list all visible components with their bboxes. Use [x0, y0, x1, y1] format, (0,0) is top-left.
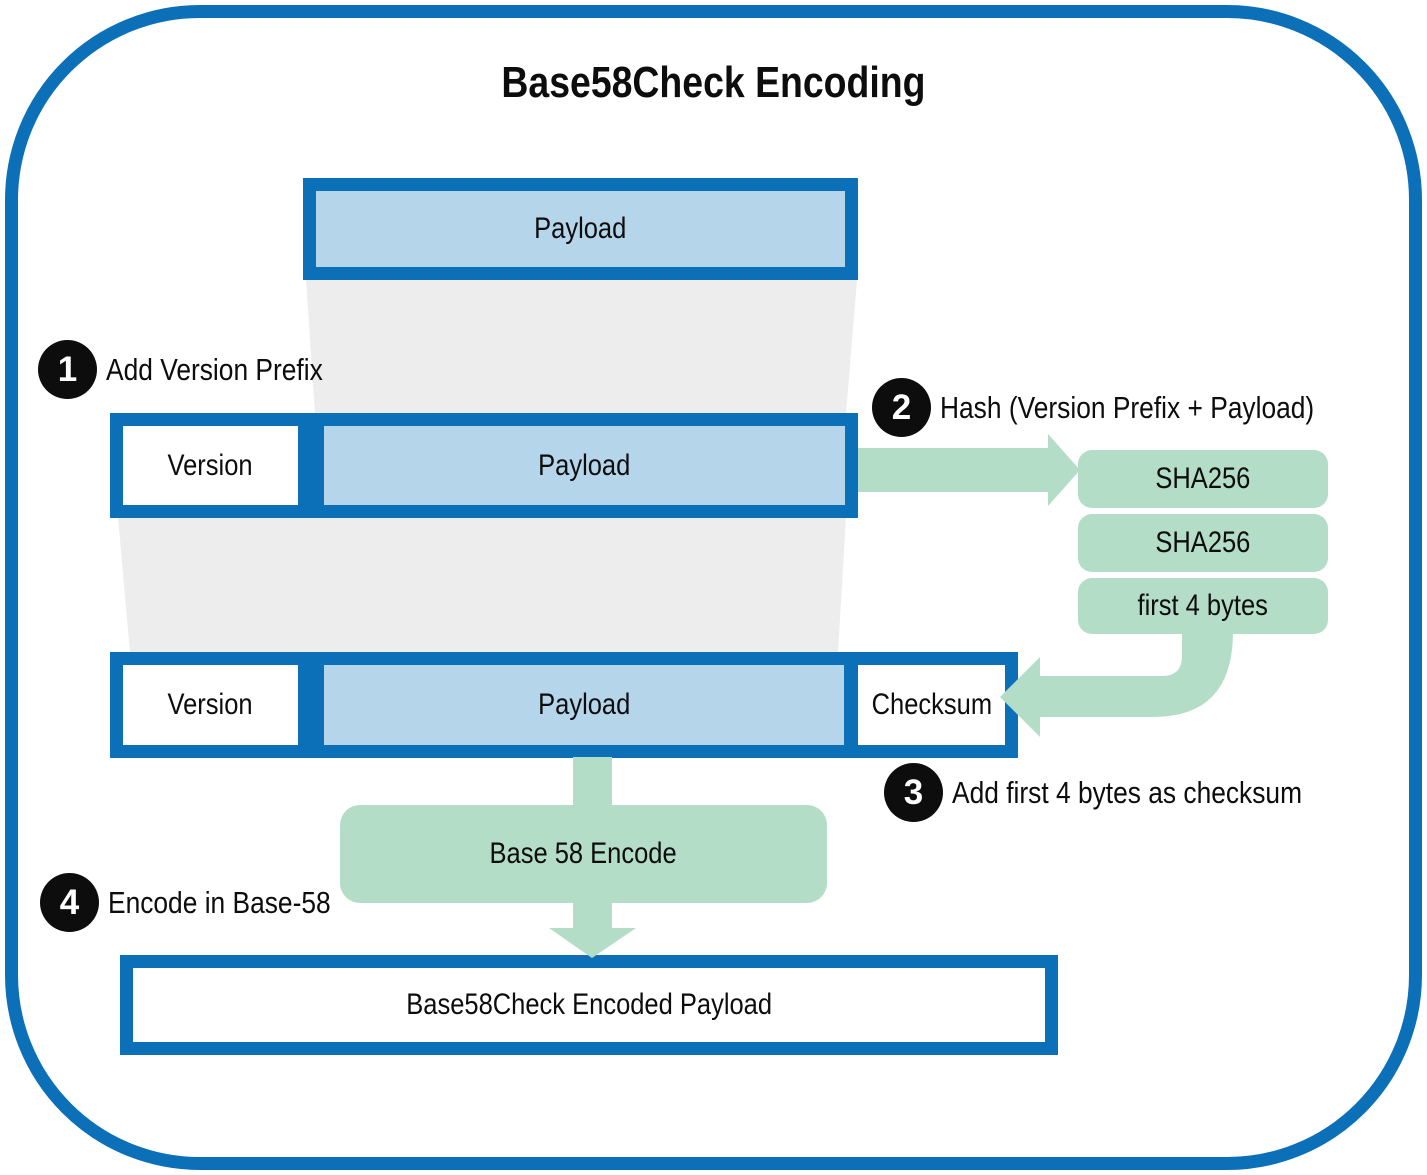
- page-title-text: Base58Check Encoding: [501, 58, 926, 107]
- row2-version-box: Version: [110, 413, 311, 518]
- sha256-box-1-label: SHA256: [1155, 462, 1251, 495]
- payload-top-label: Payload: [534, 212, 627, 245]
- step-1-label: Add Version Prefix: [106, 351, 323, 387]
- output-label: Base58Check Encoded Payload: [406, 988, 772, 1021]
- row2-version-label: Version: [167, 448, 254, 482]
- step-4: 4 Encode in Base-58: [40, 873, 370, 932]
- hash-arrow-right-icon: [858, 434, 1080, 506]
- row2-payload-label: Payload: [538, 448, 631, 482]
- row3-payload-label: Payload: [537, 688, 631, 721]
- first-4-bytes-box: first 4 bytes: [1078, 578, 1328, 634]
- step-4-badge: 4: [40, 873, 99, 932]
- row3-checksum-label: Checksum: [871, 688, 992, 721]
- step-1-badge: 1: [38, 340, 97, 399]
- payload-top-box: Payload: [303, 178, 858, 280]
- step-3-label: Add first 4 bytes as checksum: [952, 774, 1303, 810]
- step-2-label: Hash (Version Prefix + Payload): [940, 389, 1315, 425]
- row3-version-box: Version: [110, 652, 311, 758]
- base58-encode-label: Base 58 Encode: [489, 837, 678, 870]
- checksum-elbow-arrow-icon: [1000, 632, 1233, 737]
- output-box: Base58Check Encoded Payload: [120, 955, 1058, 1055]
- sha256-box-1: SHA256: [1078, 450, 1328, 508]
- step-3: 3 Add first 4 bytes as checksum: [884, 763, 1364, 822]
- step-2: 2 Hash (Version Prefix + Payload): [872, 378, 1380, 437]
- row3-payload-box: Payload: [311, 652, 857, 758]
- step-3-badge: 3: [884, 763, 943, 822]
- base58-encode-box: Base 58 Encode: [340, 805, 827, 903]
- encode-down-arrow-icon: [549, 903, 636, 958]
- row2-payload-box: Payload: [311, 413, 858, 518]
- row3-version-label: Version: [167, 688, 254, 721]
- funnel-top-to-row2: [306, 280, 857, 414]
- row3-checksum-box: Checksum: [845, 652, 1018, 758]
- funnel-row2-to-row3: [118, 517, 846, 653]
- payload-to-encode-stem-icon: [573, 757, 612, 807]
- step-4-label: Encode in Base-58: [108, 884, 331, 920]
- sha256-box-2: SHA256: [1078, 514, 1328, 572]
- sha256-box-2-label: SHA256: [1155, 526, 1251, 559]
- page-title: Base58Check Encoding: [0, 58, 1427, 108]
- first-4-bytes-label: first 4 bytes: [1137, 589, 1269, 622]
- step-1: 1 Add Version Prefix: [38, 340, 361, 399]
- step-2-badge: 2: [872, 378, 931, 437]
